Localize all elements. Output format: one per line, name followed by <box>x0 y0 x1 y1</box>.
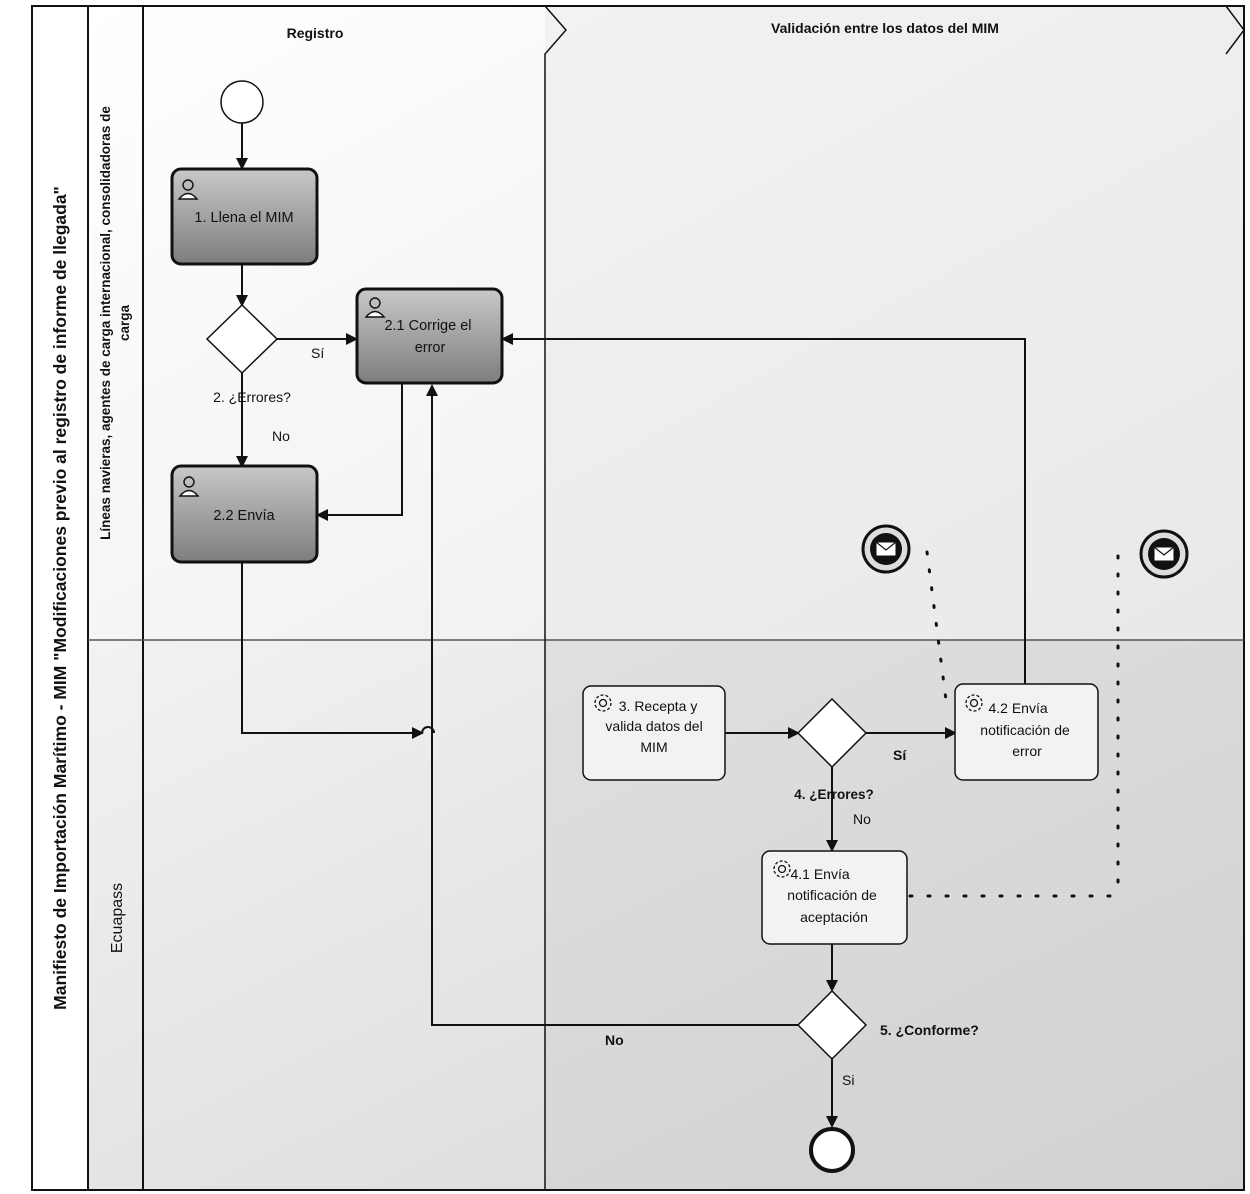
pool-title: Manifiesto de Importación Marítimo - MIM… <box>50 186 70 1010</box>
flow-label-g2-no: No <box>272 428 290 444</box>
task-llena-mim-label: 1. Llena el MIM <box>194 210 293 226</box>
message-associations <box>908 550 1120 898</box>
task-notificacion-aceptacion-label: 4.1 Envía notificación de aceptación <box>787 866 880 925</box>
phase-right-title: Validación entre los datos del MIM <box>771 20 999 36</box>
gateway-2-label: 2. ¿Errores? <box>213 389 291 405</box>
gateway-errores-4[interactable] <box>796 697 868 769</box>
task-recepta-valida-label: 3. Recepta y valida datos del MIM <box>605 698 706 755</box>
gateway-errores-2[interactable] <box>205 303 279 375</box>
gear-icon <box>965 694 983 712</box>
task-llena-mim[interactable]: 1. Llena el MIM <box>170 167 319 266</box>
gateway-4-label: 4. ¿Errores? <box>794 787 874 802</box>
flow-jump <box>421 726 435 734</box>
lane-top-label-line2: carga <box>117 304 132 341</box>
sequence-flows <box>236 122 1026 1128</box>
envelope-icon <box>1153 546 1175 562</box>
flow-label-g4-no: No <box>853 811 871 827</box>
gateway-conforme-5[interactable] <box>796 989 868 1061</box>
flow-g5-to-t21 <box>426 384 798 1026</box>
task-notificacion-aceptacion[interactable]: 4.1 Envía notificación de aceptación <box>761 850 908 945</box>
task-corrige-error[interactable]: 2.1 Corrige el error <box>355 287 504 385</box>
phase-left-header-border <box>143 5 567 1190</box>
flow-t42-to-t21 <box>501 333 1026 684</box>
flow-label-g2-yes: Sí <box>311 345 324 361</box>
flow-label-g4-yes: Sí <box>893 747 907 763</box>
message-event-error[interactable] <box>861 524 911 574</box>
task-notificacion-error-label: 4.2 Envía notificación de error <box>980 700 1073 759</box>
lane-top-label-line1: Líneas navieras, agentes de carga intern… <box>98 106 113 540</box>
user-icon <box>364 297 386 318</box>
flow-label-g5-yes: Si <box>842 1072 854 1088</box>
phase-right-header-border <box>545 5 1245 55</box>
gear-icon <box>773 860 791 878</box>
gear-icon <box>594 694 612 712</box>
flow-t22-to-t3 <box>241 563 424 739</box>
envelope-icon <box>875 541 897 557</box>
task-corrige-error-label: 2.1 Corrige el error <box>384 318 475 356</box>
message-event-aceptacion[interactable] <box>1139 529 1189 579</box>
task-notificacion-error[interactable]: 4.2 Envía notificación de error <box>954 683 1099 781</box>
gateway-5-label: 5. ¿Conforme? <box>880 1022 979 1038</box>
flow-label-g5-no: No <box>605 1032 624 1048</box>
user-icon <box>177 179 199 200</box>
phase-left-title: Registro <box>287 25 344 41</box>
task-envia[interactable]: 2.2 Envía <box>170 464 319 564</box>
task-recepta-valida[interactable]: 3. Recepta y valida datos del MIM <box>582 685 726 781</box>
lane-bottom-label: Ecuapass <box>109 883 126 953</box>
flow-t21-to-t22 <box>316 384 403 521</box>
end-event[interactable] <box>809 1127 855 1173</box>
user-icon <box>178 476 200 497</box>
task-envia-label: 2.2 Envía <box>213 508 275 524</box>
start-event[interactable] <box>220 80 264 124</box>
